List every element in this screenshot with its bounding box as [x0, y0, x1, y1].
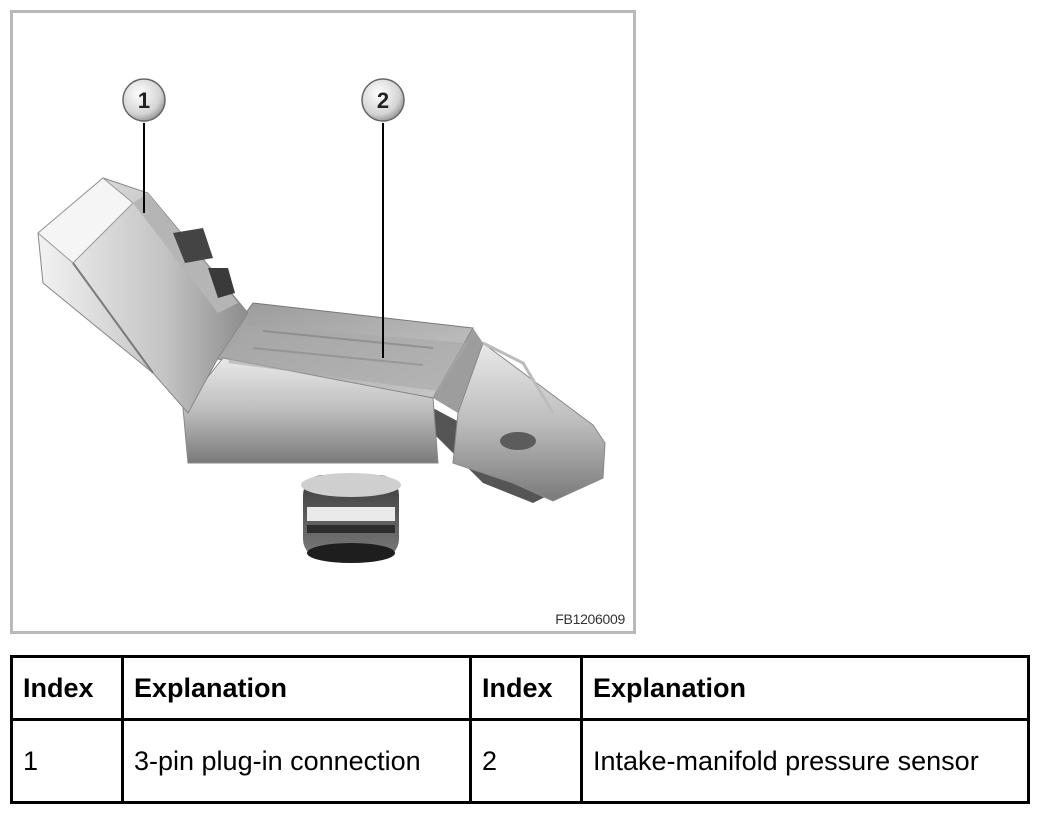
callout-1-label: 1: [138, 88, 150, 113]
row-explanation-1: 3-pin plug-in connection: [124, 721, 472, 804]
figure-code: FB1206009: [555, 611, 625, 627]
pressure-port: [301, 473, 401, 563]
callout-2-label: 2: [377, 88, 389, 113]
sensor-housing: [182, 302, 483, 464]
legend-table: Index Explanation Index Explanation 1 3-…: [10, 655, 1030, 804]
header-explanation-1: Explanation: [124, 655, 472, 721]
callout-2: 2: [361, 78, 405, 122]
legend-header-row: Index Explanation Index Explanation: [10, 655, 1030, 721]
table-row: 1 3-pin plug-in connection 2 Intake-mani…: [10, 721, 1030, 804]
plug-connector: [37, 177, 249, 414]
sensor-illustration: 1 2: [37, 78, 606, 563]
mounting-ear: [452, 341, 606, 502]
row-index-2: 2: [472, 721, 583, 804]
header-explanation-2: Explanation: [583, 655, 1030, 721]
callout-1: 1: [122, 78, 166, 122]
header-index-1: Index: [10, 655, 124, 721]
row-index-1: 1: [10, 721, 124, 804]
header-index-2: Index: [472, 655, 583, 721]
figure-frame: 1 2 FB1206009: [10, 10, 636, 634]
row-explanation-2: Intake-manifold pressure sensor: [583, 721, 1030, 804]
